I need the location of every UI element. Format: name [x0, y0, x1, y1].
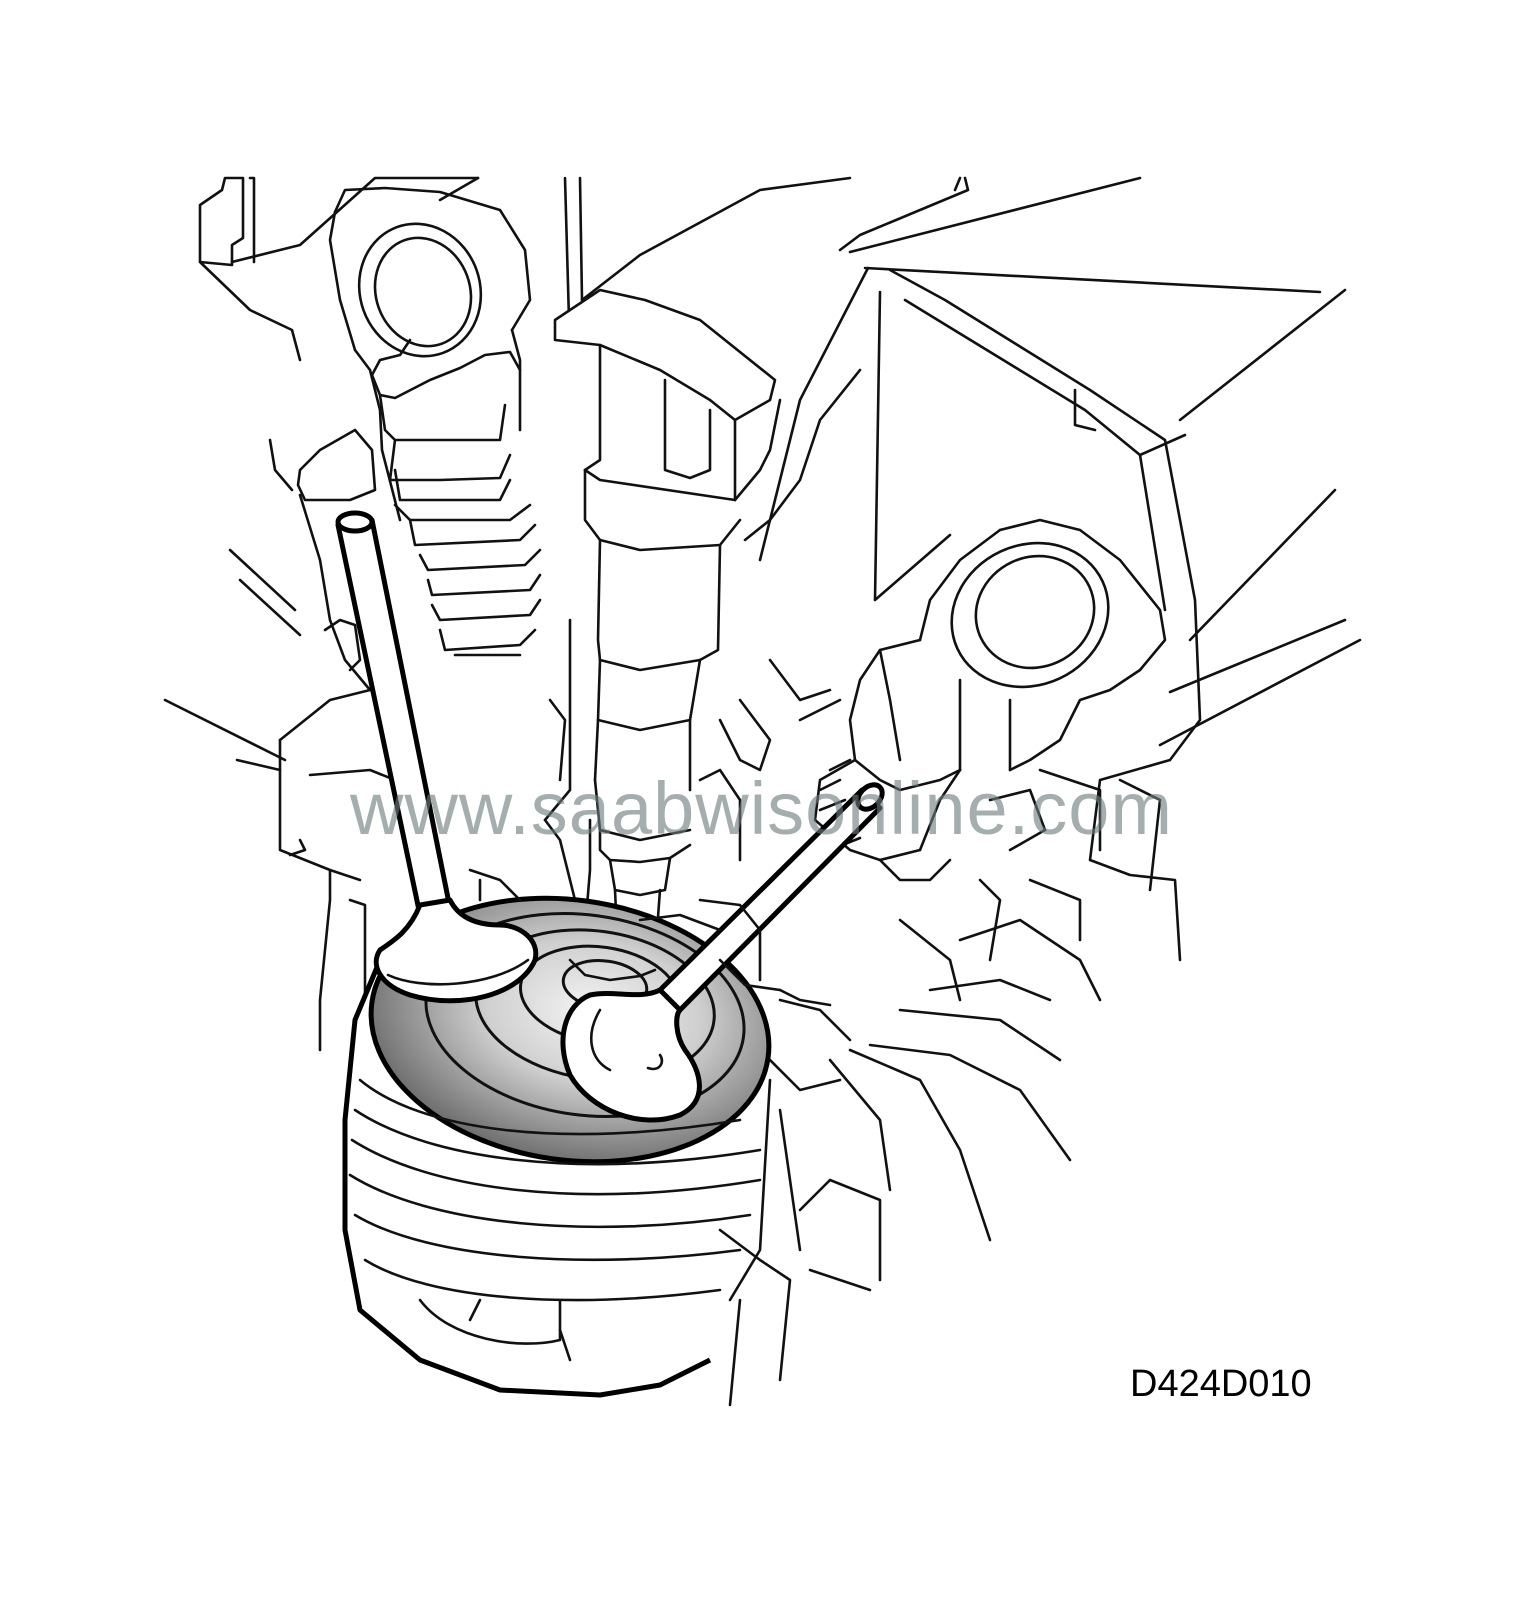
figure-code: D424D010 — [1130, 1363, 1312, 1405]
cylinder-head-block — [163, 176, 1362, 1407]
combustion-chamber-detail — [468, 868, 832, 1007]
watermark-text: www.saabwisonline.com — [350, 767, 1174, 850]
exhaust-valve-right — [560, 782, 885, 1123]
left-injector-well — [268, 186, 542, 692]
intake-valve-left — [335, 510, 539, 1004]
